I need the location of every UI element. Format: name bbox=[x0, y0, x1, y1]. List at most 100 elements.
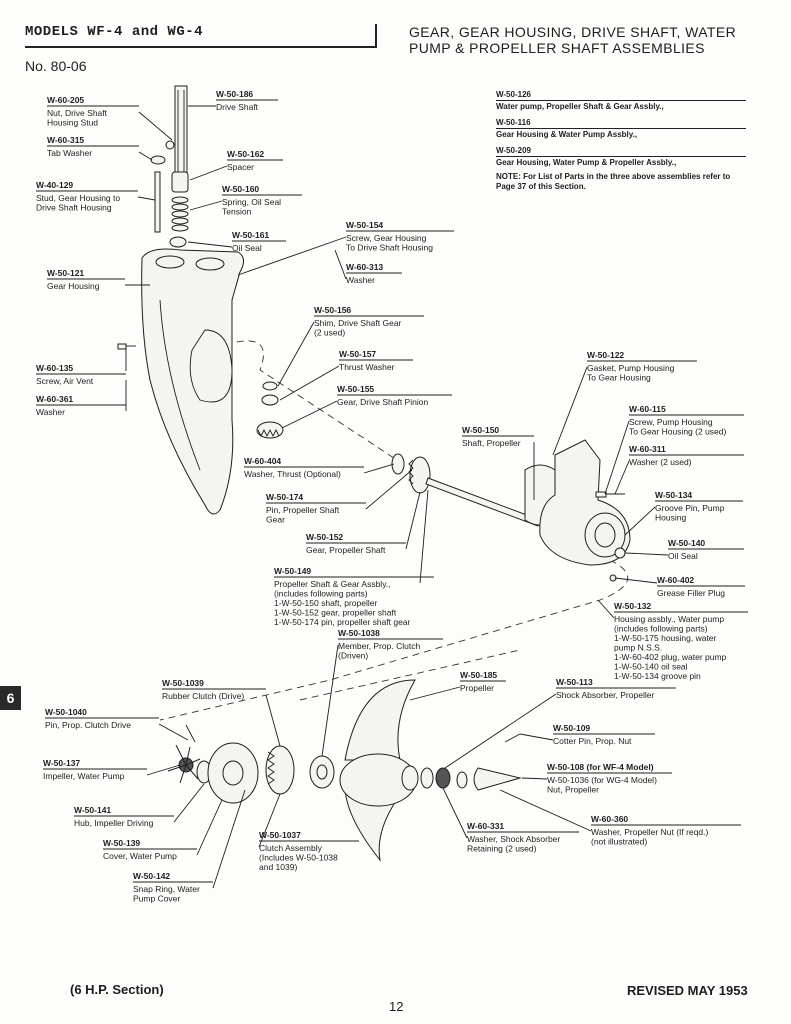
oil-seal-top-drawing bbox=[169, 236, 187, 248]
part-description: Shim, Drive Shaft Gear bbox=[314, 318, 402, 328]
part-number: W-60-361 bbox=[36, 394, 73, 404]
part-number: W-50-155 bbox=[337, 384, 374, 394]
part-number: W-50-121 bbox=[47, 268, 84, 278]
part-number: W-50-185 bbox=[460, 670, 497, 680]
propeller-shaft-drawing bbox=[425, 477, 541, 527]
propeller-drawing bbox=[339, 679, 419, 862]
leader-line bbox=[196, 799, 223, 856]
part-description: (2 used) bbox=[314, 328, 345, 338]
part-description: Grease Filler Plug bbox=[657, 588, 725, 598]
part-description: 1-W-50-152 gear, propeller shaft bbox=[274, 608, 397, 618]
part-description: To Drive Shaft Housing bbox=[346, 243, 433, 253]
part-number: W-50-186 bbox=[216, 89, 253, 99]
gear-housing-drawing bbox=[141, 248, 244, 515]
section-label: (6 H.P. Section) bbox=[70, 982, 164, 997]
leader-line bbox=[189, 200, 223, 211]
leader-line bbox=[237, 236, 347, 276]
part-number: W-50-1038 bbox=[338, 628, 380, 638]
leader-line bbox=[365, 469, 413, 510]
part-description: Rubber Clutch (Drive) bbox=[162, 691, 244, 701]
part-number: W-50-122 bbox=[587, 350, 624, 360]
part-number: W-60-205 bbox=[47, 95, 84, 105]
leader-line bbox=[444, 693, 557, 769]
assembly-dashed-lines bbox=[159, 340, 629, 721]
drive-shaft-drawing bbox=[171, 85, 189, 193]
part-description: To Gear Housing (2 used) bbox=[629, 427, 726, 437]
part-number: W-50-139 bbox=[103, 838, 140, 848]
part-number: W-50-108 (for WF-4 Model) bbox=[547, 762, 654, 772]
pump-screw-drawing bbox=[595, 491, 625, 498]
part-description: Housing Stud bbox=[47, 118, 98, 128]
leader-line bbox=[321, 644, 339, 757]
part-description: Gear, Propeller Shaft bbox=[306, 545, 386, 555]
part-description: Pin, Prop. Clutch Drive bbox=[45, 720, 131, 730]
leader-line bbox=[624, 506, 656, 536]
leader-line bbox=[405, 491, 421, 550]
models-heading: MODELS WF-4 and WG-4 bbox=[25, 24, 204, 40]
part-number: W-60-315 bbox=[47, 135, 84, 145]
part-description: (includes following parts) bbox=[614, 624, 708, 634]
leader-line bbox=[258, 793, 281, 848]
part-number: W-60-135 bbox=[36, 363, 73, 373]
part-description: Washer, Propeller Nut (If reqd.) bbox=[591, 827, 708, 837]
part-description: Cover, Water Pump bbox=[103, 851, 177, 861]
part-description: (includes following parts) bbox=[274, 589, 368, 599]
leader-line bbox=[146, 764, 181, 776]
assembly-part-number: W-50-126 bbox=[496, 90, 531, 99]
part-number: W-50-174 bbox=[266, 492, 303, 502]
leader-line bbox=[499, 789, 592, 832]
part-description: Pump Cover bbox=[133, 894, 180, 904]
part-description: 1-W-50-140 oil seal bbox=[614, 662, 688, 672]
part-description: Impeller, Water Pump bbox=[43, 771, 125, 781]
leader-line bbox=[189, 165, 228, 181]
leader-line bbox=[409, 686, 461, 701]
part-description: W-50-1036 (for WG-4 Model) bbox=[547, 775, 657, 785]
part-description: (not illustrated) bbox=[591, 837, 647, 847]
part-description: Screw, Pump Housing bbox=[629, 417, 713, 427]
leader-line bbox=[173, 783, 205, 823]
part-number: W-50-141 bbox=[74, 805, 111, 815]
part-number: W-50-156 bbox=[314, 305, 351, 315]
leader-line bbox=[442, 787, 468, 839]
part-number: W-50-1037 bbox=[259, 830, 301, 840]
part-number: W-50-149 bbox=[274, 566, 311, 576]
part-number: W-50-109 bbox=[553, 723, 590, 733]
part-number: W-60-360 bbox=[591, 814, 628, 824]
spring-drawing bbox=[171, 196, 189, 232]
part-description: (Includes W-50-1038 bbox=[259, 853, 338, 863]
part-description: Washer bbox=[346, 275, 375, 285]
part-description: Cotter Pin, Prop. Nut bbox=[553, 736, 632, 746]
leader-line bbox=[597, 599, 615, 619]
part-description: Drive Shaft Housing bbox=[36, 203, 112, 213]
part-number: W-50-154 bbox=[346, 220, 383, 230]
leader-line bbox=[138, 111, 173, 141]
section-tab: 6 bbox=[0, 686, 21, 710]
part-description: 1-W-50-174 pin, propeller shaft gear bbox=[274, 617, 411, 627]
part-description: 1-W-50-134 groove pin bbox=[614, 671, 701, 681]
assembly-description: Gear Housing & Water Pump Assbly., bbox=[496, 128, 746, 140]
part-description: and 1039) bbox=[259, 862, 297, 872]
part-number: W-50-137 bbox=[43, 758, 80, 768]
part-description: Screw, Gear Housing bbox=[346, 233, 427, 243]
part-number: W-40-129 bbox=[36, 180, 73, 190]
part-description: Snap Ring, Water bbox=[133, 884, 200, 894]
page-title-line1: GEAR, GEAR HOUSING, DRIVE SHAFT, WATER bbox=[409, 24, 737, 40]
part-number: W-50-152 bbox=[306, 532, 343, 542]
shim-drawing bbox=[262, 381, 278, 391]
